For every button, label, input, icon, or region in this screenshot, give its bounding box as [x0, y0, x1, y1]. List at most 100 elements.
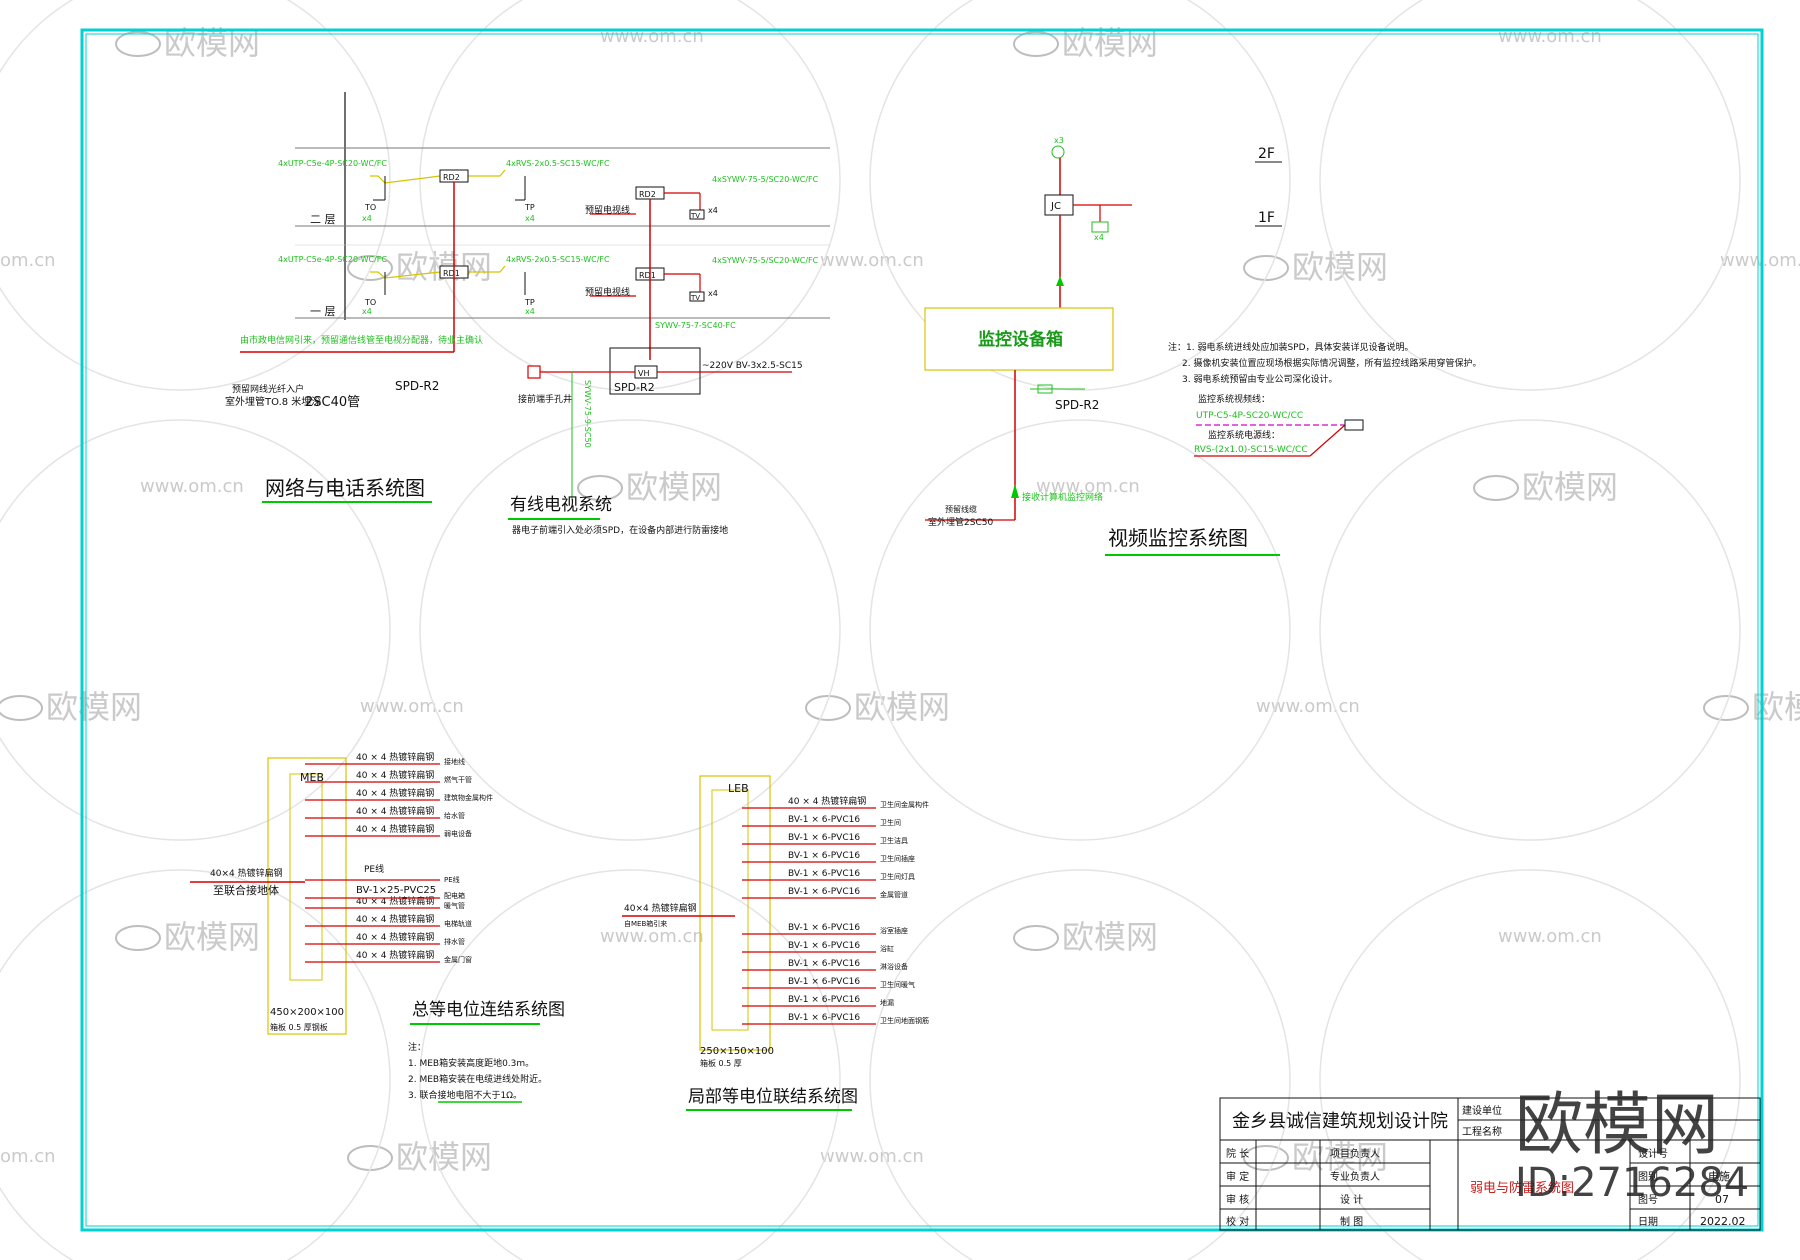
date-label: 日期	[1638, 1216, 1658, 1228]
conductor-label: BV-1 × 6-PVC16	[788, 815, 860, 825]
conductor-dest: 浴室插座	[880, 926, 908, 935]
spd-label: SPD-R2	[614, 381, 655, 394]
input-label: 接收计算机监控网络	[1022, 491, 1103, 503]
conductor-label: BV-1 × 6-PVC16	[788, 977, 860, 987]
watermark-url: www.om.cn	[1720, 250, 1800, 271]
watermark-url: www.om.cn	[140, 476, 244, 497]
watermark-brand-text: 欧模网	[626, 468, 722, 506]
watermark-arc	[0, 419, 391, 841]
cctv-note: 注：1. 弱电系统进线处应加装SPD，具体安装详见设备说明。	[1168, 341, 1414, 353]
thick-label: 箱板 0.5 厚	[700, 1058, 742, 1068]
entry-note: 2SC40管	[305, 395, 360, 410]
watermark-url: www.om.cn	[1498, 926, 1602, 947]
tv-label: TV	[690, 212, 700, 220]
conductor-dest: 卫生间插座	[880, 854, 915, 863]
conductor-label: BV-1 × 6-PVC16	[788, 1013, 860, 1023]
entry-label: 室外埋管2SC50	[928, 516, 993, 528]
conductor-label: BV-1 × 6-PVC16	[788, 995, 860, 1005]
head-end-handhole-icon	[527, 365, 541, 379]
cctv-diagram: x3 JC x4 监控设备箱 SPD-R2 接收计算机监控网络 预留线缆 室外埋…	[924, 136, 1481, 556]
conductor-dest: 卫生间	[880, 818, 901, 827]
watermark-url: www.om.cn	[1036, 476, 1140, 497]
entry-note: 预留网线光纤入户	[232, 383, 304, 395]
rd2-label: RD2	[639, 190, 656, 199]
institute-name: 金乡县诚信建筑规划设计院	[1232, 1111, 1448, 1132]
title-block-text: 金乡县诚信建筑规划设计院 建设单位 工程名称 院 长 审 定 审 核 校 对 项…	[1226, 1104, 1746, 1228]
conductor-dest: 弱电设备	[444, 829, 472, 838]
conductor-label: 40 × 4 热镀锌扁钢	[356, 751, 434, 763]
thick-label: 箱板 0.5 厚钢板	[270, 1022, 328, 1032]
incoming-label: 40×4 热镀锌扁钢	[210, 867, 283, 879]
coax-label: 4xSYWV-75-5/SC20-WC/FC	[712, 256, 819, 265]
conductor-label: BV-1 × 6-PVC16	[788, 959, 860, 969]
role-label: 审 定	[1226, 1170, 1249, 1183]
watermark-arc	[1319, 869, 1741, 1260]
watermark-arc	[1319, 419, 1741, 841]
watermark-url: www.om.cn	[600, 926, 704, 947]
incoming-label: 40×4 热镀锌扁钢	[624, 902, 697, 914]
watermark-brand-text: 欧模网	[46, 688, 142, 726]
catv-diagram: RD2 RD1 4xSYWV-75-5/SC20-WC/FC 4xSYWV-75…	[508, 175, 819, 536]
cable-label: 4xRVS-2x0.5-SC15-WC/FC	[506, 255, 610, 264]
conductor-label: 40 × 4 热镀锌扁钢	[356, 949, 434, 961]
watermark-url: www.om.cn	[360, 696, 464, 717]
watermark-brand: 欧模网	[1243, 248, 1388, 286]
floor-label-1f: 1F	[1258, 210, 1275, 226]
conductor-dest: 给水管	[444, 811, 465, 820]
sheet-value: 电施	[1708, 1170, 1730, 1183]
conductor-label: 40 × 4 热镀锌扁钢	[356, 823, 434, 835]
rd1-label: RD1	[639, 271, 656, 280]
conductor-label: BV-1 × 6-PVC16	[788, 923, 860, 933]
vh-label: VH	[638, 369, 650, 378]
conductor-dest: 浴缸	[880, 944, 894, 953]
legend-code: UTP-C5-4P-SC20-WC/CC	[1196, 411, 1303, 421]
pe-dest: PE线	[444, 875, 460, 884]
tv-outlet-icon	[689, 291, 705, 302]
floor1-label: 一 层	[310, 305, 336, 318]
conductor-label: 40 × 4 热镀锌扁钢	[356, 769, 434, 781]
watermark-brand: 欧模网	[1013, 918, 1158, 956]
conductor-dest: 卫生间金属构件	[880, 800, 929, 809]
conductor-dest: 卫生间灯具	[880, 872, 915, 881]
role-label: 设 计	[1340, 1193, 1363, 1206]
date-value: 2022.02	[1700, 1215, 1746, 1228]
role-label: 审 核	[1226, 1193, 1249, 1206]
to-outlet: TO	[364, 298, 376, 307]
count-label: x4	[362, 214, 372, 223]
watermark-brand-text: 欧模网	[396, 1138, 492, 1176]
conductor-dest: 电梯轨道	[444, 919, 472, 928]
role-label: 校 对	[1226, 1215, 1249, 1228]
spd-label: SPD-R2	[395, 379, 439, 393]
watermark-arc	[419, 419, 841, 841]
dims-label: 450×200×100	[270, 1007, 344, 1018]
sheet-frame	[80, 28, 1764, 1232]
floor-label-2f: 2F	[1258, 146, 1275, 162]
count-label: x4	[362, 307, 372, 316]
watermark-arc	[419, 0, 841, 391]
cctv-title: 视频监控系统图	[1108, 526, 1248, 550]
catv-cabinet	[609, 347, 701, 395]
to-outlet: TO	[364, 203, 376, 212]
watermark-arc	[869, 419, 1291, 841]
meb-rows: 40 × 4 热镀锌扁钢接地线40 × 4 热镀锌扁钢燃气干管40 × 4 热镀…	[305, 751, 493, 964]
entry-note: 室外埋管TO.8 米埋深	[225, 395, 321, 408]
role-label: 院 长	[1226, 1147, 1249, 1160]
leb-title: 局部等电位联结系统图	[688, 1087, 858, 1107]
watermark-brand: 欧模网	[115, 918, 260, 956]
conductor-dest: 卫生间暖气	[880, 980, 915, 989]
watermark-arc	[0, 869, 391, 1260]
leb-diagram: LEB 40×4 热镀锌扁钢 自MEB箱引来 40 × 4 热镀锌扁钢卫生间金属…	[622, 775, 929, 1111]
watermark-brand: 欧模网	[347, 1138, 492, 1176]
conductor-label: 40 × 4 热镀锌扁钢	[356, 787, 434, 799]
number-value: 07	[1715, 1193, 1729, 1206]
conductor-dest: 排水管	[444, 937, 465, 946]
watermark-brand: 欧模网	[0, 688, 142, 726]
watermark-arc	[869, 0, 1291, 391]
cabinet-label: 监控设备箱	[978, 329, 1063, 350]
conductor-dest: 卫生间地面钢筋	[880, 1016, 929, 1025]
jc-label: JC	[1050, 201, 1061, 212]
bv-label: BV-1×25-PVC25	[356, 885, 436, 896]
rd2-label: RD2	[443, 173, 460, 182]
watermark-brand: 欧模网	[1473, 468, 1618, 506]
bv-dest: 配电箱	[444, 891, 465, 900]
